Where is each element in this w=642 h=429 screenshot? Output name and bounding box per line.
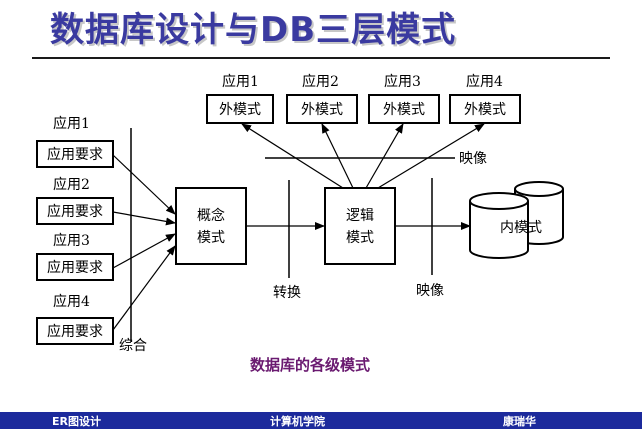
requirement-group-3: 应用3 应用要求 <box>36 232 114 281</box>
requirement-box-label: 应用要求 <box>47 323 103 340</box>
conceptual-schema-label-line1: 概念 <box>197 207 225 224</box>
external-schema-4: 应用4 外模式 <box>449 73 521 124</box>
logical-schema-label-line1: 逻辑 <box>346 208 374 224</box>
conceptual-schema-label-line2: 模式 <box>197 230 225 246</box>
external-schema-box <box>449 94 521 124</box>
arrow-logical-to-external-3 <box>365 123 404 189</box>
external-schema-box <box>368 94 440 124</box>
transform-label: 转换 <box>273 284 301 301</box>
arrow-req1-to-conceptual <box>112 154 176 215</box>
mapping-top-label: 映像 <box>459 151 487 167</box>
diagram-caption: 数据库的各级模式 <box>249 356 370 374</box>
requirement-group-2: 应用2 应用要求 <box>36 176 114 225</box>
logical-schema-box <box>324 187 396 265</box>
requirement-group-1: 应用1 应用要求 <box>36 115 114 168</box>
external-schema-label: 外模式 <box>383 102 425 118</box>
external-app-label: 应用3 <box>384 73 421 90</box>
synthesis-label: 综合 <box>119 338 147 354</box>
footer-center: 计算机学院 <box>270 415 325 428</box>
arrow-logical-to-external-2 <box>321 123 354 189</box>
external-schema-box <box>206 94 274 124</box>
requirement-app-label: 应用3 <box>53 232 90 249</box>
arrow-req4-to-conceptual <box>112 245 176 331</box>
arrow-req3-to-conceptual <box>112 233 176 269</box>
requirement-box-label: 应用要求 <box>47 259 103 276</box>
requirement-app-label: 应用2 <box>53 176 90 193</box>
requirement-box <box>36 140 114 168</box>
external-app-label: 应用4 <box>466 73 503 90</box>
external-schema-label: 外模式 <box>301 102 343 118</box>
requirement-box-label: 应用要求 <box>47 146 103 163</box>
requirement-box <box>36 317 114 345</box>
conceptual-schema: 概念 模式 <box>175 187 247 265</box>
mapping-bottom-label: 映像 <box>416 283 444 299</box>
footer-bar: ER图设计 计算机学院 康瑞华 <box>0 412 642 429</box>
footer-right: 康瑞华 <box>503 415 536 428</box>
arrow-logical-to-external-4 <box>377 123 485 189</box>
requirement-app-label: 应用4 <box>53 293 90 310</box>
requirement-app-label: 应用1 <box>53 115 90 132</box>
external-schema-3: 应用3 外模式 <box>368 73 440 124</box>
external-schema-label: 外模式 <box>464 102 506 118</box>
conceptual-schema-box <box>175 187 247 265</box>
database-cylinder-icon <box>469 192 529 259</box>
requirement-box-label: 应用要求 <box>47 203 103 220</box>
requirement-box <box>36 197 114 225</box>
external-schema-2: 应用2 外模式 <box>286 73 358 124</box>
external-app-label: 应用1 <box>222 73 259 90</box>
arrow-logical-to-external-1 <box>241 123 344 189</box>
requirement-box <box>36 253 114 281</box>
internal-schema: 内模式 <box>469 181 564 259</box>
footer-left: ER图设计 <box>52 415 101 428</box>
requirement-group-4: 应用4 应用要求 <box>36 293 114 345</box>
internal-schema-label: 内模式 <box>500 220 542 236</box>
logical-schema-label-line2: 模式 <box>346 230 374 246</box>
external-schema-1: 应用1 外模式 <box>206 73 274 124</box>
external-app-label: 应用2 <box>302 73 339 90</box>
external-schema-box <box>286 94 358 124</box>
page-title: 数据库设计与DB三层模式 <box>50 10 457 50</box>
logical-schema: 逻辑 模式 <box>324 187 396 265</box>
arrow-req2-to-conceptual <box>112 211 176 226</box>
title-divider <box>32 57 610 59</box>
external-schema-label: 外模式 <box>219 102 261 118</box>
